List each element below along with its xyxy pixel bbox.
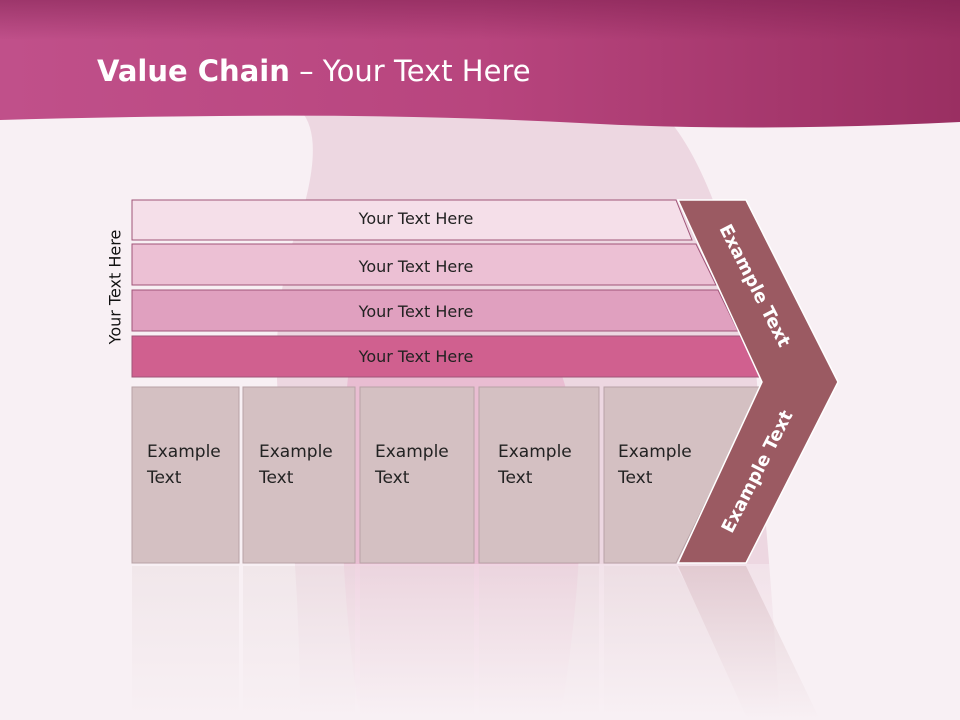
header-band [0, 0, 960, 128]
support-row-4-label: Your Text Here [358, 347, 474, 366]
primary-box-5-line2: Text [618, 468, 653, 488]
primary-box-5-line1: Example [618, 442, 692, 462]
support-row-2-label: Your Text Here [358, 257, 474, 276]
primary-box-2 [242, 386, 356, 564]
primary-box-4-line1: Example [498, 442, 572, 462]
support-row-2 [131, 243, 717, 286]
primary-box-1-line2: Text [147, 468, 182, 488]
primary-box-4-line2: Text [498, 468, 533, 488]
support-row-3-label: Your Text Here [358, 302, 474, 321]
primary-box-3-label: Example Text [375, 439, 449, 491]
primary-box-3 [359, 386, 475, 564]
title-bold: Value Chain [97, 54, 290, 88]
primary-box-1 [131, 386, 240, 564]
margin-chevron [676, 199, 839, 564]
support-row-1 [131, 199, 693, 241]
primary-box-1-label: Example Text [147, 439, 221, 491]
primary-box-4-label: Example Text [498, 439, 572, 491]
primary-box-2-line1: Example [259, 442, 333, 462]
primary-box-3-line1: Example [375, 442, 449, 462]
primary-box-4 [478, 386, 600, 564]
primary-box-3-line2: Text [375, 468, 410, 488]
primary-box-5-label: Example Text [618, 439, 692, 491]
support-row-1-label: Your Text Here [358, 209, 474, 228]
slide-title: Value Chain – Your Text Here [97, 54, 531, 88]
title-rest: – Your Text Here [289, 54, 531, 88]
primary-box-5 [603, 386, 763, 564]
primary-box-2-line2: Text [259, 468, 294, 488]
primary-box-2-label: Example Text [259, 439, 333, 491]
diagram-reflection [0, 564, 960, 720]
primary-box-1-line1: Example [147, 442, 221, 462]
